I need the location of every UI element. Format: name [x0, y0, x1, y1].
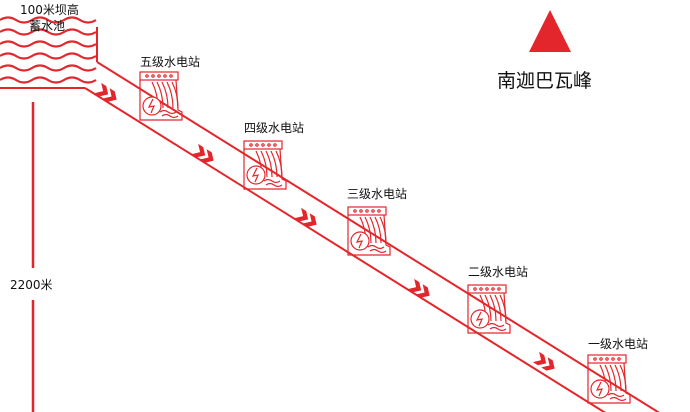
pipe-upper-edge: [96, 61, 660, 412]
power-station-icon: [139, 71, 183, 121]
reservoir-height-label: 100米坝高: [20, 3, 79, 17]
power-station-icon: [587, 354, 631, 404]
flow-chevron-icon: [532, 351, 555, 371]
station-label: 二级水电站: [468, 265, 529, 279]
station-label: 五级水电站: [140, 55, 201, 69]
peak-name: 南迦巴瓦峰: [497, 70, 593, 92]
flow-chevron-icon: [294, 207, 317, 227]
reservoir-waves: [0, 16, 97, 84]
elevation-label: 2200米: [10, 278, 53, 292]
station-label: 四级水电站: [244, 121, 305, 135]
station-label: 一级水电站: [588, 337, 649, 351]
station-label: 三级水电站: [347, 187, 408, 201]
flow-chevron-icon: [94, 82, 117, 102]
flow-chevron-icon: [407, 278, 430, 298]
mountain-peak-icon: [529, 10, 571, 52]
flow-chevron-icon: [191, 143, 214, 163]
reservoir-label: 蓄水池: [29, 19, 66, 33]
power-station-icon: [347, 206, 391, 256]
power-station-icon: [467, 284, 511, 334]
power-station-icon: [243, 140, 287, 190]
